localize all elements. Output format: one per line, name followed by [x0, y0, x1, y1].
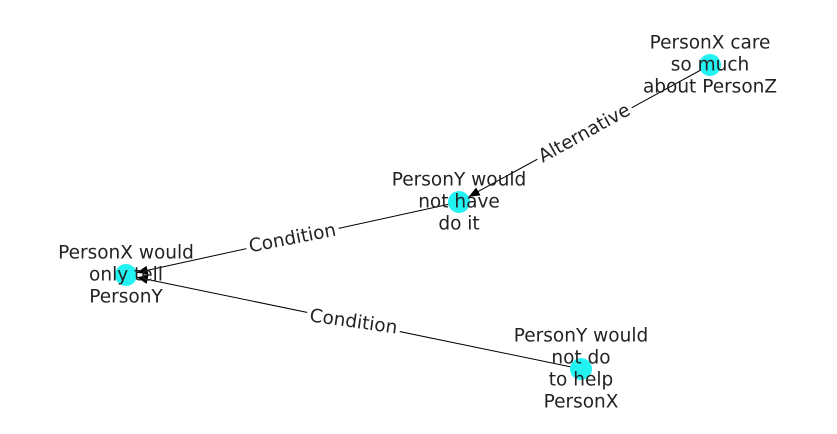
- node-label-line: PersonX would: [58, 243, 194, 264]
- node-circle: [448, 191, 470, 213]
- node-label-line: PersonY: [89, 287, 163, 308]
- node-label-line: to help: [549, 370, 613, 391]
- node-label-line: not do: [551, 348, 610, 369]
- node-circle: [115, 264, 137, 286]
- edge-label-background: [244, 218, 341, 259]
- node-label-line: PersonY would: [514, 326, 648, 347]
- node-label-line: so much: [671, 55, 749, 76]
- edge-label-background: [531, 97, 638, 170]
- arrowhead-icon: [136, 265, 149, 275]
- node-label-line: only tell: [89, 265, 163, 286]
- edge-label: Condition: [305, 304, 402, 340]
- node-label-line: PersonX care: [650, 33, 771, 54]
- edge-label: Condition: [244, 218, 341, 259]
- arrowhead-icon: [136, 275, 149, 284]
- arrowhead-icon: [468, 187, 481, 197]
- node-circle: [699, 54, 721, 76]
- node-label-line: not have: [418, 192, 500, 213]
- node-label-line: about PersonZ: [643, 77, 777, 98]
- node-label-line: PersonX: [544, 392, 619, 413]
- edge-label-text: Condition: [247, 220, 338, 257]
- edge-label-text: Alternative: [535, 100, 634, 168]
- edge-label-background: [305, 304, 402, 340]
- node-label-line: do it: [438, 214, 479, 235]
- nodes-layer: [115, 54, 721, 380]
- edge-label: Alternative: [531, 97, 638, 170]
- node-label-line: PersonY would: [392, 170, 526, 191]
- node-circle: [570, 358, 592, 380]
